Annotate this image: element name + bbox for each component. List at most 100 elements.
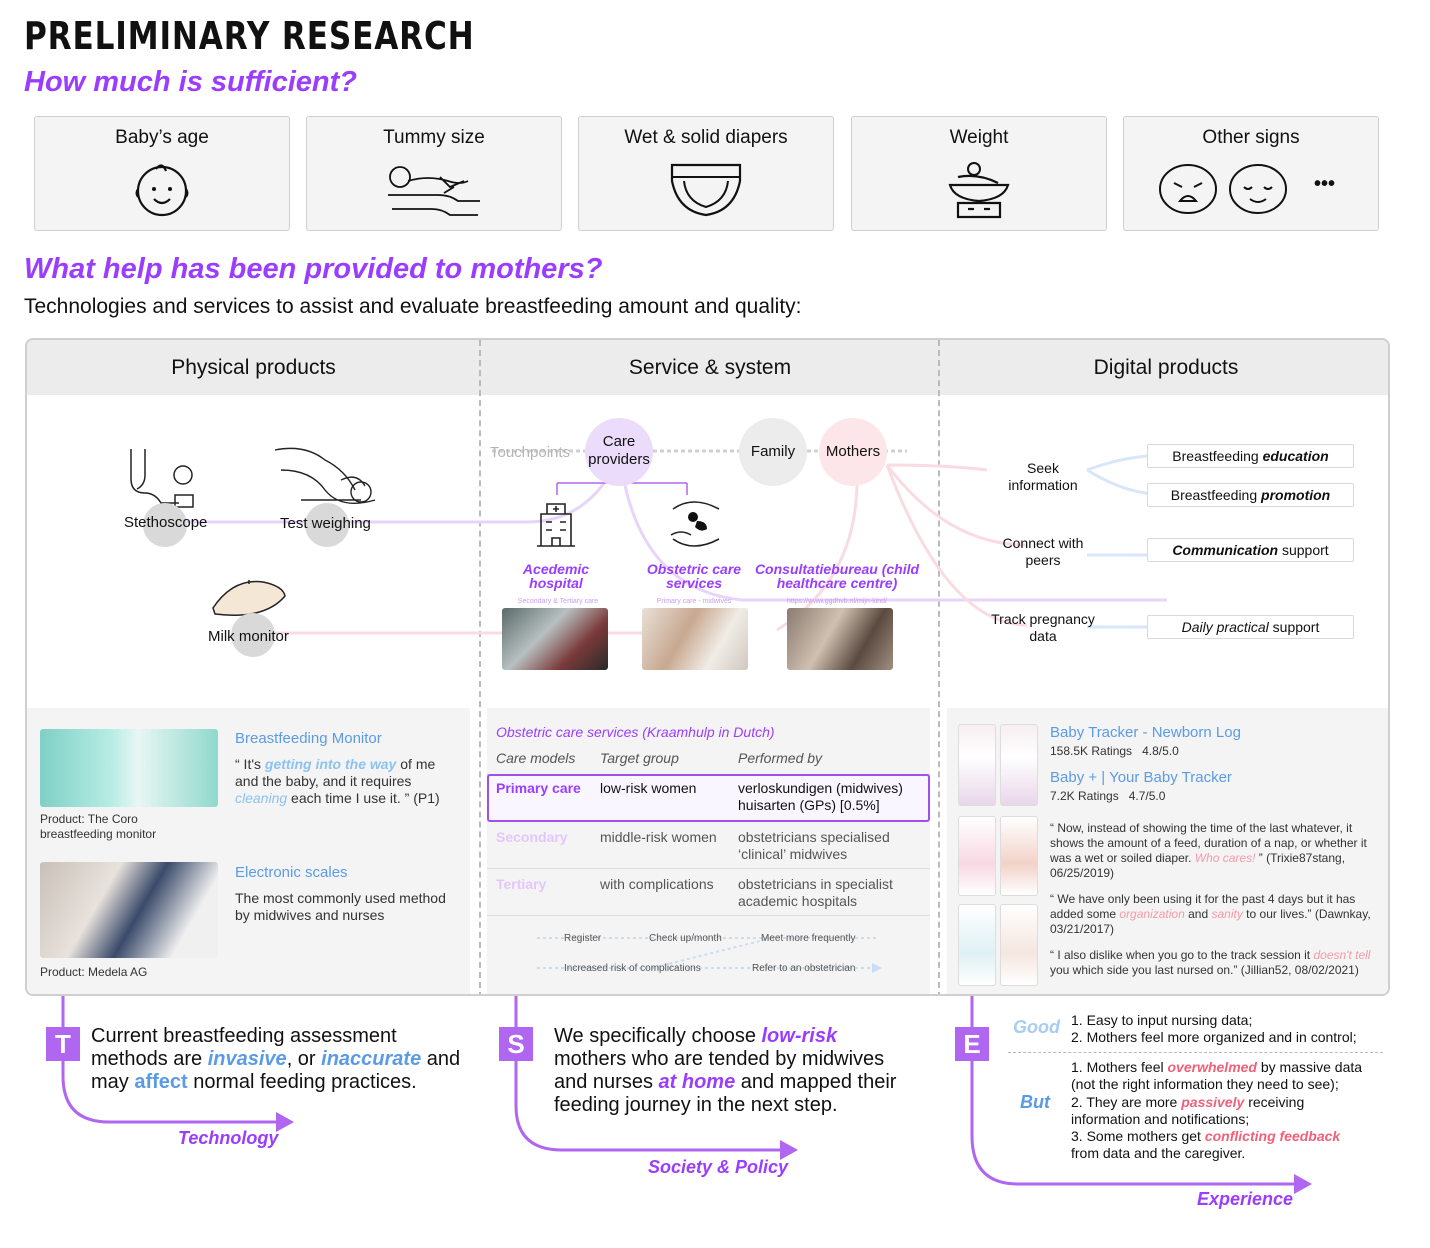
society-letter-badge: S: [499, 1027, 533, 1061]
subtitle: Technologies and services to assist and …: [24, 295, 802, 318]
coro-caption: Product: The Coro breastfeeding monitor: [40, 812, 157, 841]
scales-photo: [40, 862, 218, 958]
flow-increased-risk: Increased risk of complications: [564, 963, 701, 974]
column-digital-header: Digital products: [940, 340, 1388, 395]
pill-daily: Daily practical support: [1147, 615, 1354, 639]
sign-card-age: Baby’s age: [34, 116, 290, 231]
tummy-hand-icon: [388, 166, 480, 216]
more-dots-icon: •••: [1314, 173, 1336, 195]
care-model-tertiary: Tertiary: [496, 876, 547, 892]
app-name-2: Baby + | Your Baby Tracker: [1050, 769, 1232, 786]
care-flow-lines: [537, 937, 882, 973]
care-target-primary: low-risk women: [600, 780, 697, 796]
scales-title: Electronic scales: [235, 864, 348, 881]
column-divider: [479, 340, 481, 994]
technology-axis-label: Technology: [178, 1128, 279, 1148]
obstetric-label: Obstetric care services: [646, 561, 742, 591]
app-screenshot: [1000, 904, 1038, 986]
test-weighing-icon: [274, 447, 376, 504]
family-node: Family: [739, 418, 807, 486]
care-model-secondary: Secondary: [496, 829, 568, 845]
good-label: Good: [1013, 1017, 1060, 1037]
care-hands-icon: [670, 501, 720, 547]
good-item-2: 2. Mothers feel more organized and in co…: [1071, 1029, 1357, 1045]
consultatiebureau-label: Consultatiebureau (child healthcare cent…: [754, 561, 920, 591]
review-3: “ I also dislike when you go to the trac…: [1050, 948, 1371, 977]
pill-promotion: Breastfeeding promotion: [1147, 483, 1354, 507]
node-dot: [231, 613, 275, 657]
but-item-1: 1. Mothers feel overwhelmed by massive d…: [1071, 1059, 1363, 1092]
seek-node: [1021, 444, 1067, 490]
pill-education: Breastfeeding education: [1147, 444, 1354, 468]
consultatiebureau-link[interactable]: https://www.ggdhvb.nl/mijn-kind/: [787, 598, 887, 605]
care-target-tertiary: with complications: [600, 876, 714, 892]
review-2: “ We have only been using it for the pas…: [1050, 892, 1371, 936]
table-divider: [487, 915, 930, 916]
hospital-photo: [502, 608, 608, 670]
touchpoints-label: Touchpoints: [490, 444, 571, 461]
midwife-photo: [642, 608, 748, 670]
node-dot: [143, 503, 187, 547]
column-physical-header: Physical products: [27, 340, 480, 395]
care-model-primary: Primary care: [496, 780, 581, 796]
sign-label: Tummy size: [383, 127, 485, 148]
app-rating-1: 158.5K Ratings 4.8/5.0: [1050, 744, 1179, 758]
question-sufficient: How much is sufficient?: [24, 66, 358, 98]
technology-letter-badge: T: [46, 1027, 80, 1061]
baby-scale-icon: [948, 162, 1010, 219]
pill-communication: Communication support: [1147, 538, 1354, 562]
sign-card-other: Other signs •••: [1123, 116, 1379, 231]
academic-sub-label: Secondary & Tertiary care: [517, 598, 599, 605]
connect-peers-label: Connect with peers: [1002, 535, 1084, 568]
but-item-3: 3. Some mothers get conflicting feedback…: [1071, 1128, 1341, 1161]
primary-care-row: [487, 774, 930, 822]
column-divider: [938, 340, 940, 994]
care-table-title: Obstetric care services (Kraamhulp in Du…: [496, 724, 775, 740]
care-header-target: Target group: [600, 750, 679, 766]
good-item-1: 1. Easy to input nursing data;: [1071, 1012, 1253, 1028]
column-service-header: Service & system: [480, 340, 940, 395]
experience-axis-label: Experience: [1197, 1189, 1294, 1209]
page-title: PRELIMINARY RESEARCH: [24, 14, 475, 58]
sign-label: Wet & solid diapers: [624, 127, 788, 148]
service-detail-box: [487, 708, 930, 994]
stethoscope-icon: [130, 449, 194, 508]
care-providers-node: Care providers: [585, 418, 653, 486]
node-dot: [305, 503, 349, 547]
app-rating-2: 7.2K Ratings 4.7/5.0: [1050, 789, 1166, 803]
flow-meet-more: Meet more frequently: [761, 933, 856, 944]
seek-info-label: Seek information: [1008, 460, 1078, 493]
stethoscope-label: Stethoscope: [124, 514, 208, 531]
test-weighing-label: Test weighing: [280, 515, 371, 532]
sign-label: Weight: [949, 127, 1009, 148]
society-takeaway: We specifically choose low-risk mothers …: [554, 1025, 897, 1116]
care-by-secondary: obstetricians specialised ‘clinical’ mid…: [738, 829, 890, 862]
academic-hospital-label: Acedemic hospital: [522, 561, 590, 591]
app-screenshot: [958, 816, 996, 896]
care-by-tertiary: obstetricians in specialist academic hos…: [738, 876, 893, 909]
bf-monitor-title: Breastfeeding Monitor: [235, 730, 382, 747]
but-label: But: [1020, 1092, 1050, 1112]
flow-register: Register: [564, 933, 602, 944]
app-screenshot: [1000, 816, 1038, 896]
mothers-node: Mothers: [819, 418, 887, 486]
crying-baby-icon: [1159, 164, 1287, 214]
obstetric-sub-label: Primary care - midwives: [656, 598, 732, 605]
good-but-divider: [1008, 1052, 1383, 1053]
baby-face-icon: [135, 164, 189, 217]
sign-label: Other signs: [1202, 127, 1300, 148]
experience-letter-badge: E: [955, 1027, 989, 1061]
flow-refer: Refer to an obstetrician: [752, 963, 856, 974]
society-axis-label: Society & Policy: [648, 1157, 789, 1177]
hospital-icon: [537, 503, 575, 547]
care-header-models: Care models: [496, 750, 576, 766]
app-screenshot: [958, 904, 996, 986]
takeaway-arrows: [61, 996, 1312, 1194]
app-name-1: Baby Tracker - Newborn Log: [1050, 724, 1241, 741]
scales-desc: The most commonly used method by midwive…: [235, 890, 446, 923]
question-help: What help has been provided to mothers?: [24, 253, 603, 285]
table-divider: [487, 868, 930, 869]
technology-takeaway: Current breastfeeding assessment methods…: [91, 1025, 461, 1093]
coro-monitor-photo: [40, 729, 218, 807]
diaper-icon: [670, 163, 742, 217]
